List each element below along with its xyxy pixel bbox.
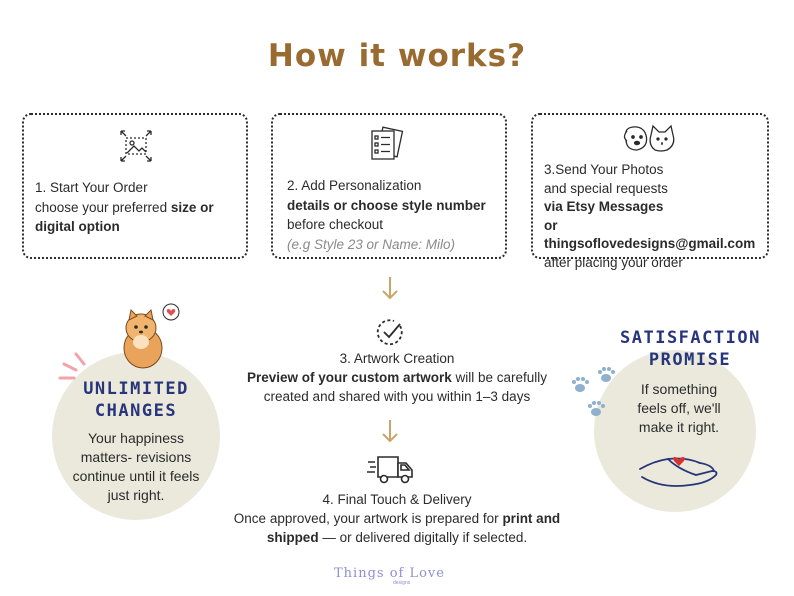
step-1-line2: choose your preferred size or <box>35 199 214 215</box>
unlimited-changes-title: UNLIMITED CHANGES <box>83 379 189 421</box>
step-2-heading: 2. Add Personalization <box>287 178 422 193</box>
unlimited-changes-badge <box>52 352 220 520</box>
arrow-down-icon <box>380 418 400 444</box>
artwork-creation-line3: created and shared with you within 1–3 d… <box>263 389 531 404</box>
delivery-heading: 4. Final Touch & Delivery <box>322 492 472 507</box>
step-1-heading: 1. Start Your Order <box>35 180 148 195</box>
delivery-text: 4. Final Touch & Delivery Once approved,… <box>197 490 597 547</box>
step-3-line2: and special requests <box>544 180 668 196</box>
step-1-text: 1. Start Your Order choose your preferre… <box>35 178 214 237</box>
check-circle-icon <box>374 316 406 348</box>
brand-logo-sub: designs <box>393 580 411 586</box>
step-2-line3: before checkout <box>287 217 384 232</box>
step-1-line3: digital option <box>35 219 120 234</box>
step-3-line5: after placing your order <box>544 254 683 270</box>
step-2-line2: details or choose style number <box>287 197 486 213</box>
step-3-etsy[interactable]: via Etsy Messages <box>544 199 664 214</box>
page-title: How it works? <box>267 38 527 74</box>
document-checklist-icon <box>368 125 404 165</box>
satisfaction-promise-badge <box>594 350 756 512</box>
pomeranian-dog-icon <box>115 300 183 372</box>
step-3-text: 3.Send Your Photos and special requests … <box>544 161 767 272</box>
sparkle-lines-icon <box>56 350 96 386</box>
dog-cat-icon <box>621 123 677 157</box>
artwork-creation-heading: 3. Artwork Creation <box>339 351 455 366</box>
unlimited-changes-text: Your happiness matters- revisions contin… <box>72 430 200 503</box>
paw-prints-icon <box>566 364 624 428</box>
satisfaction-promise-text: If something feels off, we'll make it ri… <box>637 381 721 435</box>
step-card-start-order: 1. Start Your Order choose your preferre… <box>22 113 248 259</box>
step-3-heading: 3.Send Your Photos <box>544 162 664 177</box>
step-2-example: (e.g Style 23 or Name: Milo) <box>287 236 456 252</box>
hand-heart-icon <box>638 445 720 495</box>
arrow-down-icon <box>380 275 400 301</box>
artwork-creation-text: 3. Artwork Creation Preview of your cust… <box>197 349 597 406</box>
artwork-creation-line2: Preview of your custom artwork will be c… <box>246 370 548 385</box>
brand-logo: Things of Love <box>334 566 445 581</box>
step-2-text: 2. Add Personalization details or choose… <box>287 176 486 254</box>
delivery-line2: Once approved, your artwork is prepared … <box>233 511 561 526</box>
step-3-email[interactable]: or thingsoflovedesigns@gmail.com <box>544 217 756 252</box>
delivery-truck-icon <box>366 452 416 486</box>
step-card-personalization: 2. Add Personalization details or choose… <box>271 113 507 259</box>
step-card-send-photos: 3.Send Your Photos and special requests … <box>531 113 769 270</box>
delivery-line3: shipped — or delivered digitally if sele… <box>266 530 528 545</box>
satisfaction-promise-title: SATISFACTION PROMISE <box>620 328 761 370</box>
image-resize-icon <box>119 129 153 163</box>
